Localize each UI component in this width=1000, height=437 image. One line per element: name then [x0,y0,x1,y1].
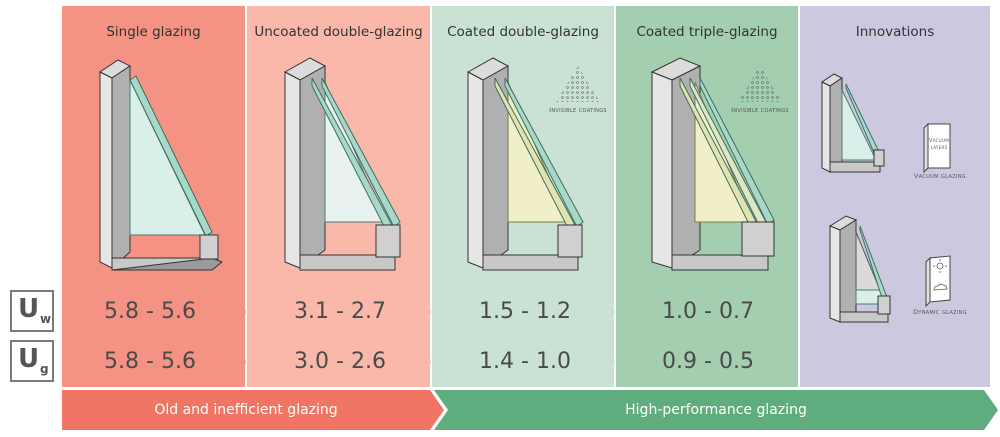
old-glazing-label: Old and inefficient glazing [154,402,338,418]
invisible-coatings-label: Invisible coatings [549,106,607,114]
vacuum-glazing-label: Vacuum glazing [914,172,966,180]
ug-value-coated-double: 1.4 - 1.0 [479,349,571,374]
vacuum-glazing-window-icon [821,73,885,174]
sun-icon [933,259,947,273]
column-title: Innovations [855,24,935,40]
vacuum-layers-label: Vacuum layers [929,138,949,151]
column-title: Uncoated double-glazing [254,24,423,40]
invisible-coatings-icon [738,66,782,102]
invisible-coatings-label: Invisible coatings [731,106,789,114]
column-title: Coated double-glazing [447,24,599,40]
ug-value-uncoated-double: 3.0 - 2.6 [294,349,386,374]
invisible-coatings-icon [556,66,600,102]
vacuum-layers-icon [923,122,951,174]
uw-value-single: 5.8 - 5.6 [104,299,196,324]
high-performance-glazing-arrow [434,390,998,430]
dynamic-glazing-panel-icon [925,255,951,308]
ug-row-label: U g [10,340,54,382]
cloud-icon [933,283,948,291]
high-performance-glazing-label: High-performance glazing [625,402,807,418]
uw-row-label: U w [10,290,54,332]
coated-triple-glazing-window-icon [650,57,775,271]
uw-value-coated-triple: 1.0 - 0.7 [662,299,754,324]
coated-double-glazing-window-icon [466,57,584,271]
column-title: Single glazing [106,24,201,40]
uw-value-coated-double: 1.5 - 1.2 [479,299,571,324]
single-glazing-window-icon [99,59,223,271]
uncoated-double-glazing-window-icon [283,57,401,271]
old-glazing-arrow [62,390,444,430]
dynamic-glazing-label: Dynamic glazing [913,308,967,316]
dynamic-glazing-window-icon [828,215,891,323]
ug-value-coated-triple: 0.9 - 0.5 [662,349,754,374]
column-innovations: Innovations [800,6,990,387]
ug-value-single: 5.8 - 5.6 [104,349,196,374]
uw-value-uncoated-double: 3.1 - 2.7 [294,299,386,324]
column-title: Coated triple-glazing [636,24,778,40]
